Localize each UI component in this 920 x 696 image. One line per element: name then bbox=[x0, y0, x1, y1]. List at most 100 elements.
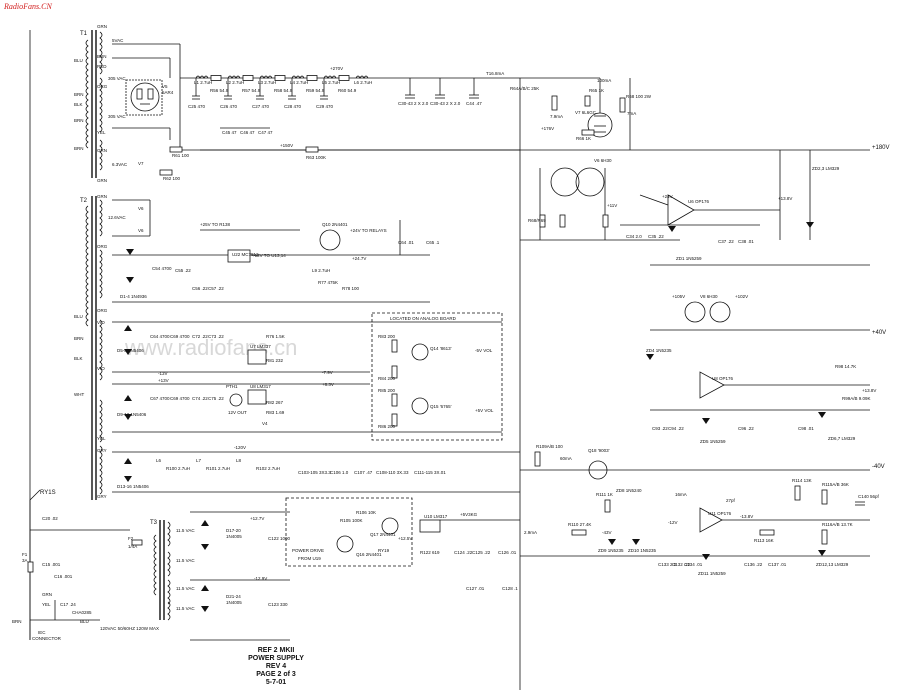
svg-text:C69 4700: C69 4700 bbox=[170, 396, 190, 401]
svg-text:ZD11 1N5259: ZD11 1N5259 bbox=[698, 571, 726, 576]
svg-text:R64A/B/C 25K: R64A/B/C 25K bbox=[510, 86, 539, 91]
svg-text:12V OUT: 12V OUT bbox=[228, 410, 247, 415]
svg-text:BRN: BRN bbox=[74, 146, 84, 151]
svg-text:+5V3KG: +5V3KG bbox=[460, 512, 478, 517]
svg-text:11.5 VAC: 11.5 VAC bbox=[176, 528, 195, 533]
svg-text:R122 619: R122 619 bbox=[420, 550, 440, 555]
svg-text:ZD4 1N5235: ZD4 1N5235 bbox=[646, 348, 672, 353]
svg-text:R102 2.7uH: R102 2.7uH bbox=[256, 466, 280, 471]
svg-text:C55 .22: C55 .22 bbox=[175, 268, 191, 273]
svg-text:V4: V4 bbox=[262, 421, 268, 426]
svg-text:V7 6L6GC: V7 6L6GC bbox=[575, 110, 597, 115]
inductor-coil bbox=[195, 75, 209, 79]
svg-text:+8.3V: +8.3V bbox=[322, 382, 334, 387]
svg-text:R85 200: R85 200 bbox=[378, 388, 396, 393]
inductor-label: L3 2.7uH bbox=[258, 80, 276, 85]
rail-180v-label: +180V bbox=[872, 145, 890, 151]
svg-text:R84 200: R84 200 bbox=[378, 376, 396, 381]
svg-text:R68/R69: R68/R69 bbox=[528, 218, 546, 223]
resistor-body bbox=[274, 75, 286, 81]
svg-text:GRN: GRN bbox=[97, 24, 107, 29]
rail-current-label: T16.8mA bbox=[486, 71, 504, 76]
svg-text:-5V VOL: -5V VOL bbox=[475, 348, 493, 353]
svg-text:BRN: BRN bbox=[12, 619, 22, 624]
svg-text:C73 .22: C73 .22 bbox=[208, 334, 224, 339]
svg-text:V6: V6 bbox=[138, 228, 144, 233]
inductor-coil bbox=[227, 75, 241, 79]
svg-text:C30-43 2 X 2.0: C30-43 2 X 2.0 bbox=[430, 101, 461, 106]
svg-text:+13.8V: +13.8V bbox=[862, 388, 876, 393]
svg-text:+13.8V: +13.8V bbox=[778, 196, 792, 201]
svg-text:R62 100: R62 100 bbox=[163, 176, 181, 181]
svg-text:L6: L6 bbox=[156, 458, 162, 463]
svg-text:C111-115 3X.01: C111-115 3X.01 bbox=[414, 470, 446, 475]
svg-text:+12.5V: +12.5V bbox=[398, 536, 412, 541]
svg-text:C15 .001: C15 .001 bbox=[42, 562, 61, 567]
svg-text:C98 .01: C98 .01 bbox=[798, 426, 814, 431]
svg-text:+24V: +24V bbox=[662, 194, 673, 199]
svg-text:C69 4700: C69 4700 bbox=[170, 334, 190, 339]
svg-text:2.9mA: 2.9mA bbox=[524, 530, 537, 535]
svg-text:D1-4 1N4936: D1-4 1N4936 bbox=[120, 294, 147, 299]
svg-text:D17-20: D17-20 bbox=[226, 528, 241, 533]
svg-text:7.9mA: 7.9mA bbox=[550, 114, 563, 119]
low-bank-section: -120V D13-16 1N5406 L6 L7 L8 R100 2.7uH … bbox=[112, 445, 520, 493]
cap-label: C28 470 bbox=[284, 104, 302, 109]
ghost-watermark: www.radiofans.cn bbox=[124, 335, 297, 360]
svg-text:C17 .24: C17 .24 bbox=[60, 602, 76, 607]
svg-text:C67 4700: C67 4700 bbox=[150, 396, 170, 401]
svg-text:+5V VOL: +5V VOL bbox=[475, 408, 494, 413]
svg-text:R99A/B 9.09K: R99A/B 9.09K bbox=[842, 396, 871, 401]
svg-text:C37 .22: C37 .22 bbox=[718, 239, 734, 244]
svg-text:GRN: GRN bbox=[97, 194, 107, 199]
svg-text:YEL: YEL bbox=[42, 602, 51, 607]
vio-wht-rails: D5-8 1N5406 D9-12 1N5406 C64 4700 C69 47… bbox=[112, 321, 370, 433]
svg-text:R110 27.4K: R110 27.4K bbox=[568, 522, 591, 527]
svg-text:L9 2.7uH: L9 2.7uH bbox=[312, 268, 330, 273]
svg-text:ZD12,13 LM329: ZD12,13 LM329 bbox=[816, 562, 849, 567]
svg-text:R77 475K: R77 475K bbox=[318, 280, 338, 285]
svg-text:R83 1.69: R83 1.69 bbox=[266, 410, 285, 415]
svg-text:C64 .01: C64 .01 bbox=[398, 240, 414, 245]
svg-text:U8 LM317: U8 LM317 bbox=[250, 384, 271, 389]
svg-text:60mA: 60mA bbox=[560, 456, 572, 461]
reg-150v-section: C45 47 C46 47 C47 47 R61 100 R62 100 R63… bbox=[138, 127, 520, 181]
svg-text:C54 4700: C54 4700 bbox=[152, 266, 172, 271]
resistor-label: R58 54.9 bbox=[274, 88, 293, 93]
svg-text:R82 267: R82 267 bbox=[266, 400, 284, 405]
svg-text:6.3VAC: 6.3VAC bbox=[112, 162, 128, 167]
svg-text:PTH1: PTH1 bbox=[226, 384, 238, 389]
svg-text:12.6VAC: 12.6VAC bbox=[108, 215, 126, 220]
svg-text:ZD1 1N5259: ZD1 1N5259 bbox=[676, 256, 702, 261]
svg-text:U7 LM337: U7 LM337 bbox=[250, 344, 271, 349]
svg-text:16mA: 16mA bbox=[675, 492, 687, 497]
svg-text:R116A/B 13.7K: R116A/B 13.7K bbox=[822, 522, 853, 527]
svg-text:R105 100K: R105 100K bbox=[340, 518, 363, 523]
inductor-label: L4 2.7uH bbox=[290, 80, 308, 85]
svg-text:R66 1K: R66 1K bbox=[576, 136, 591, 141]
svg-text:POWER DRIVE: POWER DRIVE bbox=[292, 548, 324, 553]
svg-text:3A: 3A bbox=[22, 558, 28, 563]
svg-text:C103-105 3X3.3: C103-105 3X3.3 bbox=[298, 470, 331, 475]
svg-text:R101 2.7uH: R101 2.7uH bbox=[206, 466, 230, 471]
svg-text:305 VAC: 305 VAC bbox=[108, 76, 126, 81]
negative-supply-section: -40V R109A/B 100 Q18 '9003' 60mA R110 27… bbox=[520, 444, 885, 576]
svg-text:+176V: +176V bbox=[541, 126, 554, 131]
svg-text:ZD10 1N5235: ZD10 1N5235 bbox=[628, 548, 657, 553]
title-line-1: REF 2 MKII bbox=[258, 647, 295, 654]
svg-text:C127 .01: C127 .01 bbox=[466, 586, 485, 591]
title-line-4: PAGE 2 of 3 bbox=[256, 671, 296, 678]
power-drive-section: D17-20 1N4005 D21-24 1N4005 +12.7V -12.9… bbox=[190, 497, 520, 641]
svg-text:C133 2.0: C133 2.0 bbox=[658, 562, 677, 567]
svg-text:C126 .01: C126 .01 bbox=[498, 550, 517, 555]
svg-text:R65 1K: R65 1K bbox=[589, 88, 604, 93]
svg-text:C93 .22: C93 .22 bbox=[652, 426, 668, 431]
resistor-label: R56 54.9 bbox=[210, 88, 229, 93]
svg-text:R98 14.7K: R98 14.7K bbox=[835, 364, 856, 369]
svg-text:F1: F1 bbox=[22, 552, 28, 557]
svg-text:F2: F2 bbox=[128, 536, 134, 541]
svg-text:ORG: ORG bbox=[97, 84, 108, 89]
connector-label: CONNECTOR bbox=[32, 636, 62, 641]
title-line-5: 5-7-01 bbox=[266, 679, 286, 686]
